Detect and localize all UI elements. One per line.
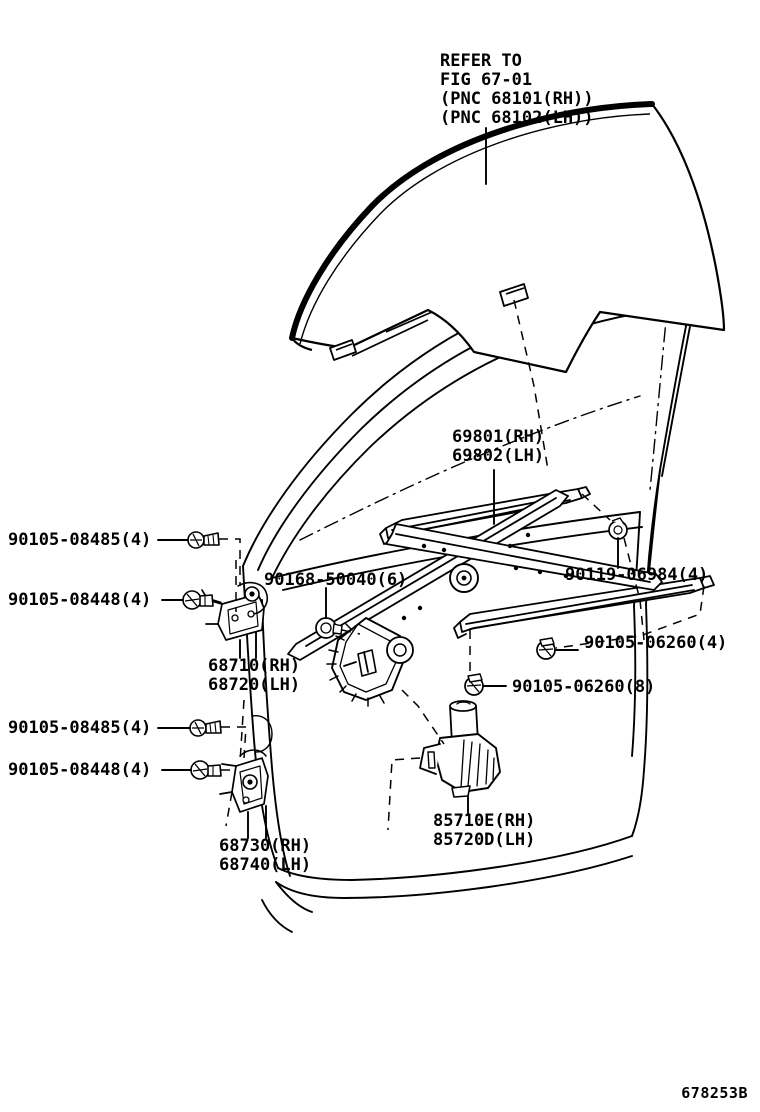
callout-bolt-90105-06260-4: 90105-06260(4) — [584, 633, 728, 653]
door-hinge-lower — [219, 715, 273, 813]
bolt-90105-08448-upper-icon — [182, 590, 214, 610]
callout-regulator-sub-assy: 69801(RH) 69802(LH) — [452, 427, 545, 466]
bolt-90105-06260-4-icon — [536, 637, 556, 660]
bolt-90105-08485-lower-icon — [189, 719, 222, 737]
window-motor — [419, 700, 501, 798]
window-regulator — [287, 486, 715, 707]
bolt-90105-06260-8-icon — [464, 673, 484, 696]
nut-90168-50040-icon — [315, 617, 343, 639]
glass-lift-channel — [329, 283, 529, 361]
callout-bolt-90105-08485-upper: 90105-08485(4) — [8, 530, 152, 550]
callout-nut-90168-50040: 90168-50040(6) — [264, 570, 408, 590]
callout-bolt-90105-08485-lower: 90105-08485(4) — [8, 718, 152, 738]
leader-lines — [157, 127, 619, 839]
bolt-90105-08448-lower-icon — [190, 760, 222, 780]
callout-hinge-lower: 68730(RH) 68740(LH) — [219, 836, 312, 875]
callout-bolt-90119-06984: 90119-06984(4) — [565, 565, 709, 585]
callout-bolt-90105-08448-lower: 90105-08448(4) — [8, 760, 152, 780]
callout-bolt-90105-08448-upper: 90105-08448(4) — [8, 590, 152, 610]
bolt-90105-08485-upper-icon — [187, 531, 220, 549]
callout-bolt-90105-06260-8: 90105-06260(8) — [512, 677, 656, 697]
callout-window-motor: 85710E(RH) 85720D(LH) — [433, 811, 536, 850]
bolt-90119-06984-icon — [608, 517, 628, 540]
assembly-dashed-lines — [212, 299, 705, 831]
callout-refer-to-fig: REFER TO FIG 67-01 (PNC 68101(RH)) (PNC … — [440, 51, 594, 128]
door-hinge-upper — [201, 581, 269, 641]
door-glass — [289, 101, 726, 374]
diagram-id-label: 678253B — [681, 1084, 748, 1102]
callout-hinge-upper: 68710(RH) 68720(LH) — [208, 656, 301, 695]
